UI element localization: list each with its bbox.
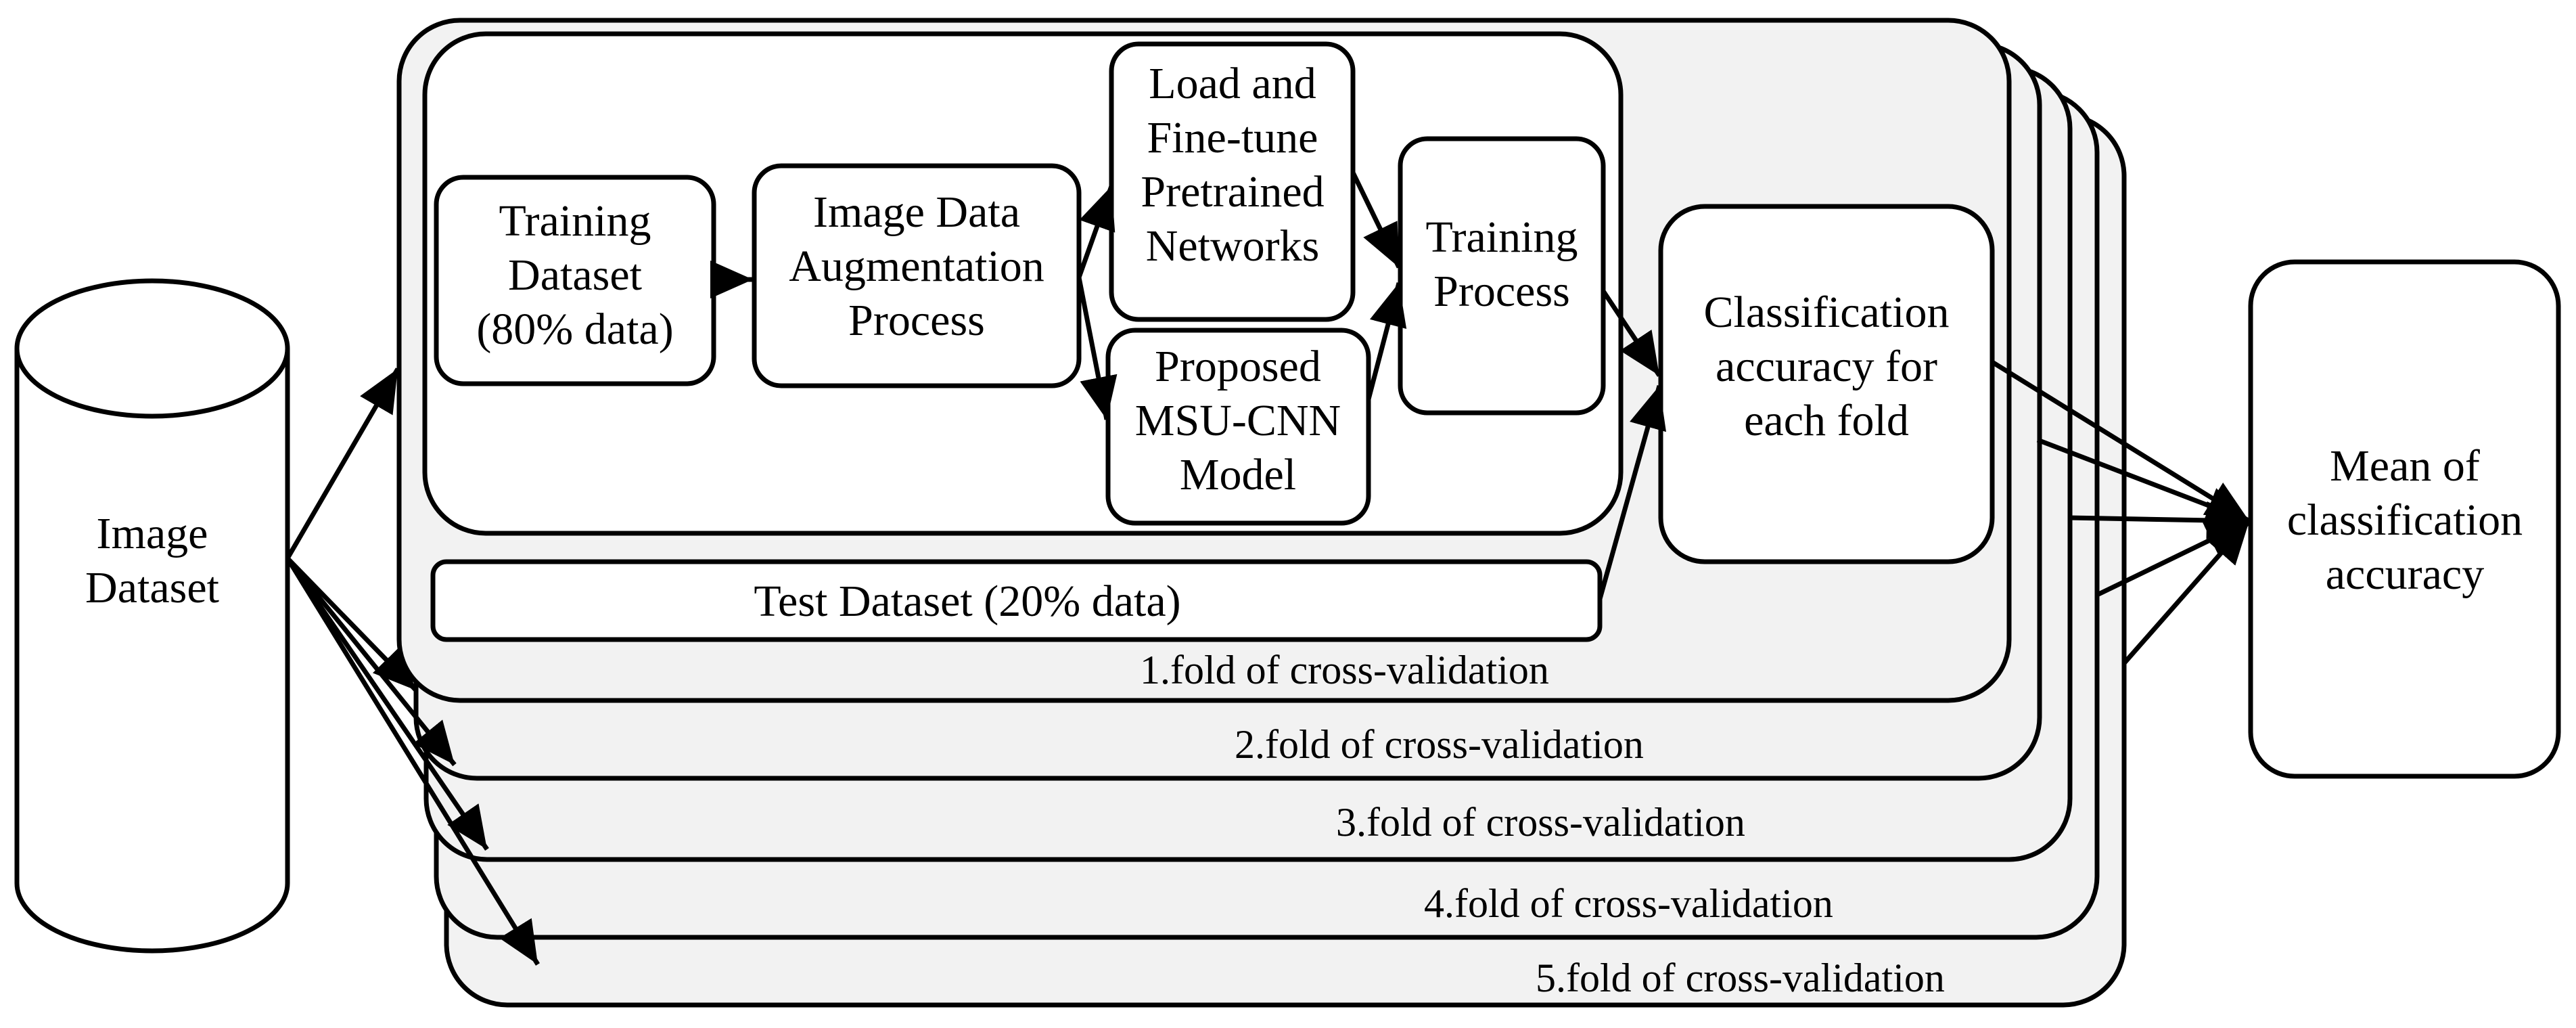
arrow-test-dataset-to-fold-accuracy bbox=[1597, 385, 1667, 600]
msu-cnn-line-2: MSU-CNN bbox=[1135, 396, 1341, 445]
arrow-load-finetune-to-training-process bbox=[1350, 171, 1402, 269]
mean-accuracy-line-1: Mean of bbox=[2330, 441, 2480, 491]
arrow-msu-cnn-to-training-process bbox=[1366, 282, 1407, 400]
training-process-line-1: Training bbox=[1426, 213, 1578, 262]
training-dataset-box: Training Dataset (80% data) bbox=[434, 175, 716, 386]
msu-cnn-line-3: Model bbox=[1180, 450, 1296, 499]
fold-2-label: 2.fold of cross-validation bbox=[1235, 722, 1644, 767]
training-dataset-line-3: (80% data) bbox=[476, 305, 673, 354]
load-finetune-line-1: Load and bbox=[1149, 59, 1316, 108]
fold-4-label: 4.fold of cross-validation bbox=[1424, 881, 1833, 926]
msu-cnn-box: Proposed MSU-CNN Model bbox=[1105, 328, 1371, 526]
augmentation-box: Image Data Augmentation Process bbox=[752, 163, 1082, 388]
arrow-dataset-to-fold-1 bbox=[285, 367, 400, 560]
mean-accuracy-line-3: accuracy bbox=[2326, 550, 2484, 599]
load-finetune-box: Load and Fine-tune Pretrained Networks bbox=[1109, 41, 1356, 322]
load-finetune-line-4: Networks bbox=[1146, 221, 1320, 271]
fold-5-label: 5.fold of cross-validation bbox=[1536, 956, 1945, 1000]
msu-cnn-line-1: Proposed bbox=[1155, 342, 1321, 391]
fold-accuracy-line-1: Classification bbox=[1704, 288, 1950, 337]
arrow-dataset-to-fold-3 bbox=[285, 556, 457, 767]
arrow-dataset-to-fold-5 bbox=[285, 557, 540, 966]
arrow-augmentation-to-msu-cnn bbox=[1076, 277, 1118, 420]
fold-1-label: 1.fold of cross-validation bbox=[1140, 648, 1549, 692]
augmentation-line-3: Process bbox=[848, 296, 985, 345]
fold-3-label: 3.fold of cross-validation bbox=[1336, 800, 1745, 845]
augmentation-line-2: Augmentation bbox=[789, 242, 1044, 291]
mean-accuracy-line-2: classification bbox=[2287, 495, 2523, 545]
mean-accuracy-box: Mean of classification accuracy bbox=[2248, 259, 2561, 779]
image-dataset-line-2: Dataset bbox=[85, 563, 219, 612]
fold-accuracy-line-2: accuracy for bbox=[1716, 342, 1937, 391]
training-dataset-line-2: Dataset bbox=[508, 250, 642, 300]
image-dataset-line-1: Image bbox=[97, 509, 208, 558]
fold-accuracy-box: Classification accuracy for each fold bbox=[1658, 204, 1995, 564]
training-dataset-line-1: Training bbox=[499, 196, 651, 246]
training-process-box: Training Process bbox=[1398, 136, 1606, 416]
arrow-training-process-to-fold-accuracy bbox=[1601, 290, 1661, 377]
arrow-augmentation-to-load-finetune bbox=[1076, 185, 1116, 279]
arrow-dataset-to-fold-2 bbox=[285, 556, 418, 692]
load-finetune-line-3: Pretrained bbox=[1141, 167, 1324, 217]
image-dataset-cylinder: Image Dataset bbox=[14, 278, 290, 954]
arrow-fold-3-to-mean bbox=[2068, 501, 2250, 539]
augmentation-line-1: Image Data bbox=[813, 187, 1020, 237]
arrow-dataset-to-fold-4 bbox=[285, 557, 489, 851]
fold-accuracy-line-3: each fold bbox=[1744, 396, 1909, 445]
arrow-fold-5-to-mean bbox=[2122, 519, 2251, 665]
test-dataset-bar: Test Dataset (20% data) bbox=[430, 559, 1603, 642]
training-process-line-2: Process bbox=[1433, 267, 1570, 316]
load-finetune-line-2: Fine-tune bbox=[1147, 113, 1318, 162]
test-dataset-label: Test Dataset (20% data) bbox=[754, 577, 1180, 626]
